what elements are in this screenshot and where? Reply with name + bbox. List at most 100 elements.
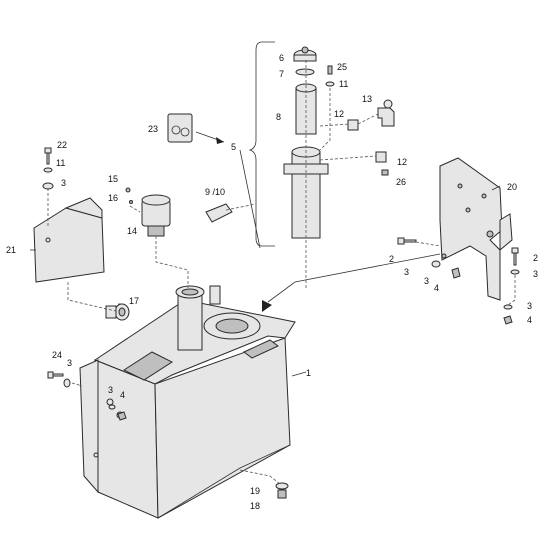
callout-2-left: 2 (389, 254, 394, 264)
elbow-13-end (383, 99, 393, 109)
screw-25 (327, 65, 333, 75)
fitting-17 (105, 303, 130, 321)
flow-arrow (262, 253, 441, 312)
dash-bolt-bracket (415, 241, 441, 247)
washer-11-left (43, 167, 53, 173)
callout-7: 7 (279, 69, 284, 79)
filter-housing-flange (283, 163, 329, 175)
callout-1: 1 (306, 368, 311, 378)
callout-6: 6 (279, 53, 284, 63)
washer-3-tank-left (63, 378, 71, 388)
bolt-2-left-shank (403, 239, 417, 243)
bolt-2-right-shank (513, 252, 517, 266)
side-cover (33, 197, 105, 283)
dash-fitting-upper (319, 123, 351, 127)
callout-26: 26 (396, 177, 406, 187)
hydraulic-tank (79, 285, 296, 519)
bolt-24-shank (52, 373, 64, 377)
chain-16 (129, 200, 133, 204)
tank-front-face (94, 359, 159, 519)
fitting-17-thread (105, 305, 117, 319)
side-cover-flap (64, 197, 103, 219)
return-filter-assembly (248, 41, 395, 290)
callout-14: 14 (127, 226, 137, 236)
side-cover-body (33, 207, 105, 283)
bolt-24-head (47, 371, 54, 379)
seal-kit (167, 113, 225, 144)
valve-9-10 (205, 203, 233, 223)
callout-12-lower: 12 (397, 157, 407, 167)
tank-bottom-edge (157, 444, 291, 519)
connector-arrow-line (267, 253, 441, 303)
screw-15 (125, 187, 131, 193)
breather-neck (147, 225, 165, 237)
elbow-13 (377, 107, 395, 127)
mounting-bracket (439, 157, 513, 301)
tank-port-hole (215, 318, 249, 334)
plug-26 (381, 169, 389, 176)
callout-5: 5 (231, 142, 236, 152)
callout-20: 20 (507, 182, 517, 192)
o-ring-7 (295, 68, 315, 76)
bolt-22-head (44, 147, 52, 154)
seal-ring-b (180, 127, 190, 137)
callout-22: 22 (57, 140, 67, 150)
dash-washer (319, 88, 331, 151)
bracket-hole-c (481, 193, 487, 199)
callout-25: 25 (337, 62, 347, 72)
callout-3-bracket-bottom: 3 (527, 301, 532, 311)
callout-23: 23 (148, 124, 158, 134)
dash-bolt-24 (71, 382, 83, 387)
callout-8: 8 (276, 112, 281, 122)
tank-top-fitting (209, 285, 221, 305)
bracket-hole-b (465, 207, 471, 213)
tank-front-hole-a (106, 398, 114, 406)
callout-17: 17 (129, 296, 139, 306)
bracket-hole-a (457, 183, 463, 189)
callout-18: 18 (250, 501, 260, 511)
callout-15: 15 (108, 174, 118, 184)
filter-cap-side (293, 54, 317, 62)
tank-filler-neck-hole (181, 288, 199, 296)
fitting-12-lower (375, 151, 387, 163)
callout-3-tank-front: 3 (108, 385, 113, 395)
washer-11-top (325, 81, 335, 87)
seal-19 (275, 482, 289, 490)
callout-9-10: 9 /10 (205, 187, 225, 197)
callout-2-right: 2 (533, 253, 538, 263)
callout-3-cover: 3 (61, 178, 66, 188)
callout-3-bracket-mid: 3 (424, 276, 429, 286)
drain-plug (275, 482, 289, 499)
seal-ring-a (171, 125, 181, 135)
callout-11-top: 11 (339, 79, 348, 89)
breather-cap-top (141, 194, 171, 206)
valve-body (205, 203, 233, 223)
callout-11-cover: 11 (56, 158, 65, 168)
dash-drain (239, 469, 281, 485)
fitting-12-upper (347, 119, 359, 131)
nut-4-tank-front (117, 411, 127, 421)
washer-3-right (510, 269, 520, 275)
callout-4-bottom: 4 (527, 315, 532, 325)
filter-cap-knob (301, 46, 309, 54)
callout-24: 24 (52, 350, 62, 360)
leader-20 (491, 185, 501, 191)
callout-21: 21 (6, 245, 16, 255)
washer-3-tank-front (108, 404, 116, 410)
callout-4-tank: 4 (120, 390, 125, 400)
assembly-bracket (248, 41, 275, 247)
bolt-22-shank (46, 152, 50, 165)
plug-18 (277, 489, 287, 499)
bracket-hole-d (486, 230, 494, 238)
dash-elbow (357, 113, 379, 125)
side-cover-hole (45, 237, 51, 243)
connector-arrowhead (262, 300, 272, 312)
washer-3-bottom (503, 304, 513, 310)
dash-screw-breather (129, 205, 141, 213)
leader-bracket (239, 149, 261, 249)
dash-fitting-lower (319, 155, 377, 161)
breather-filter (125, 187, 171, 237)
nut-4-bracket (451, 267, 461, 279)
